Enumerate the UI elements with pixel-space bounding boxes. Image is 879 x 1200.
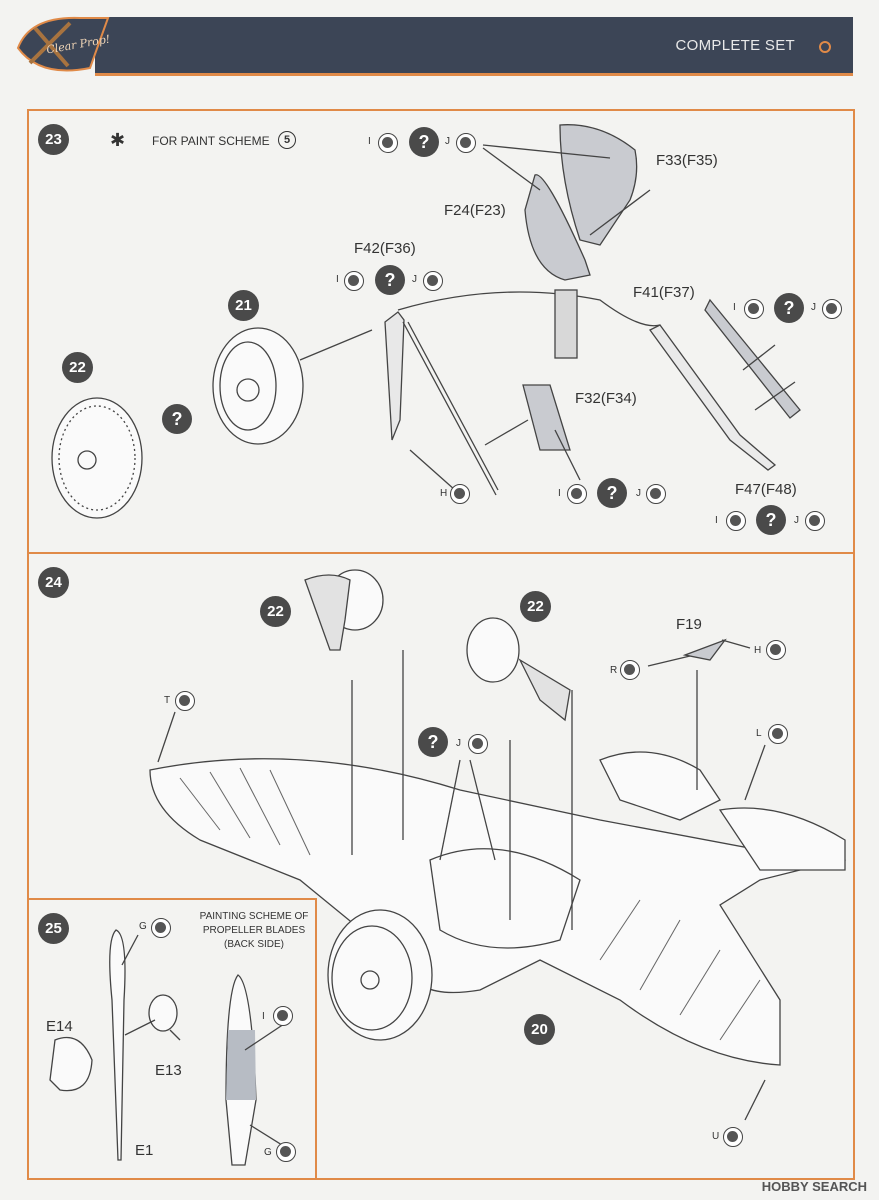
part-label-e1: E1 xyxy=(135,1142,154,1159)
subassembly-22-left: 22 xyxy=(260,596,291,627)
part-label-f24: F24(F23) xyxy=(444,202,506,219)
paint-swatch-l xyxy=(768,724,788,744)
header-dot-icon xyxy=(819,41,831,53)
paint-swatch-i xyxy=(744,299,764,319)
question-mark-icon: ? xyxy=(409,127,439,157)
paint-swatch-j xyxy=(646,484,666,504)
paint-letter-l: L xyxy=(756,728,762,739)
paint-swatch-t xyxy=(175,691,195,711)
header-bar: COMPLETE SET xyxy=(95,17,853,76)
part-label-f19: F19 xyxy=(676,616,702,633)
subassembly-22: 22 xyxy=(62,352,93,383)
paint-letter-j: J xyxy=(811,302,816,313)
paint-letter-t: T xyxy=(164,695,171,706)
step-25-panel xyxy=(27,898,317,1180)
paint-swatch-j xyxy=(468,734,488,754)
step-24-panel xyxy=(27,552,855,1180)
brand-logo: Clear Prop! xyxy=(10,8,120,78)
paint-letter-i: I xyxy=(368,136,371,147)
step-number-25: 25 xyxy=(38,913,69,944)
paint-letter-r: R xyxy=(610,665,618,676)
part-label-f41: F41(F37) xyxy=(633,284,695,301)
paint-swatch-i xyxy=(273,1006,293,1026)
paint-letter-j: J xyxy=(794,515,799,526)
question-mark-icon: ? xyxy=(597,478,627,508)
paint-swatch-u xyxy=(723,1127,743,1147)
paint-letter-i: I xyxy=(715,515,718,526)
subassembly-22-right: 22 xyxy=(520,591,551,622)
paint-swatch-i xyxy=(344,271,364,291)
question-mark-icon: ? xyxy=(375,265,405,295)
step-number-23: 23 xyxy=(38,124,69,155)
paint-letter-j: J xyxy=(445,136,450,147)
watermark: HOBBY SEARCH xyxy=(761,1179,867,1194)
step-number-24: 24 xyxy=(38,567,69,598)
paint-letter-h: H xyxy=(754,645,762,656)
paint-swatch-j xyxy=(822,299,842,319)
paint-swatch-h xyxy=(450,484,470,504)
subassembly-21: 21 xyxy=(228,290,259,321)
part-label-f32: F32(F34) xyxy=(575,390,637,407)
paint-swatch-j xyxy=(423,271,443,291)
paint-swatch-j xyxy=(456,133,476,153)
paint-swatch-g xyxy=(151,918,171,938)
paint-letter-g: G xyxy=(139,921,147,932)
paint-scheme-label: FOR PAINT SCHEME xyxy=(152,134,270,148)
paint-swatch-h xyxy=(766,640,786,660)
paint-letter-i: I xyxy=(336,274,339,285)
asterisk-icon: ✱ xyxy=(110,130,126,150)
paint-swatch-r xyxy=(620,660,640,680)
part-label-f33: F33(F35) xyxy=(656,152,718,169)
part-label-f42: F42(F36) xyxy=(354,240,416,257)
paint-swatch-i xyxy=(726,511,746,531)
paint-letter-h: H xyxy=(440,488,448,499)
propeller-scheme-title: PAINTING SCHEME OF PROPELLER BLADES (BAC… xyxy=(199,911,309,950)
part-label-e13: E13 xyxy=(155,1062,182,1079)
paint-swatch-i xyxy=(567,484,587,504)
subassembly-20: 20 xyxy=(524,1014,555,1045)
paint-letter-j: J xyxy=(456,738,461,749)
question-mark-icon: ? xyxy=(162,404,192,434)
paint-letter-i: I xyxy=(262,1011,265,1022)
paint-letter-g: G xyxy=(264,1147,272,1158)
paint-swatch-g xyxy=(276,1142,296,1162)
paint-swatch-i xyxy=(378,133,398,153)
part-label-e14: E14 xyxy=(46,1018,73,1035)
question-mark-icon: ? xyxy=(774,293,804,323)
paint-letter-i: I xyxy=(558,488,561,499)
paint-letter-u: U xyxy=(712,1131,720,1142)
paint-letter-j: J xyxy=(636,488,641,499)
question-mark-icon: ? xyxy=(418,727,448,757)
paint-swatch-j xyxy=(805,511,825,531)
paint-letter-i: I xyxy=(733,302,736,313)
part-label-f47: F47(F48) xyxy=(735,481,797,498)
paint-letter-j: J xyxy=(412,274,417,285)
paint-scheme-number: 5 xyxy=(278,131,296,149)
question-mark-icon: ? xyxy=(756,505,786,535)
page-title: COMPLETE SET xyxy=(675,37,795,54)
